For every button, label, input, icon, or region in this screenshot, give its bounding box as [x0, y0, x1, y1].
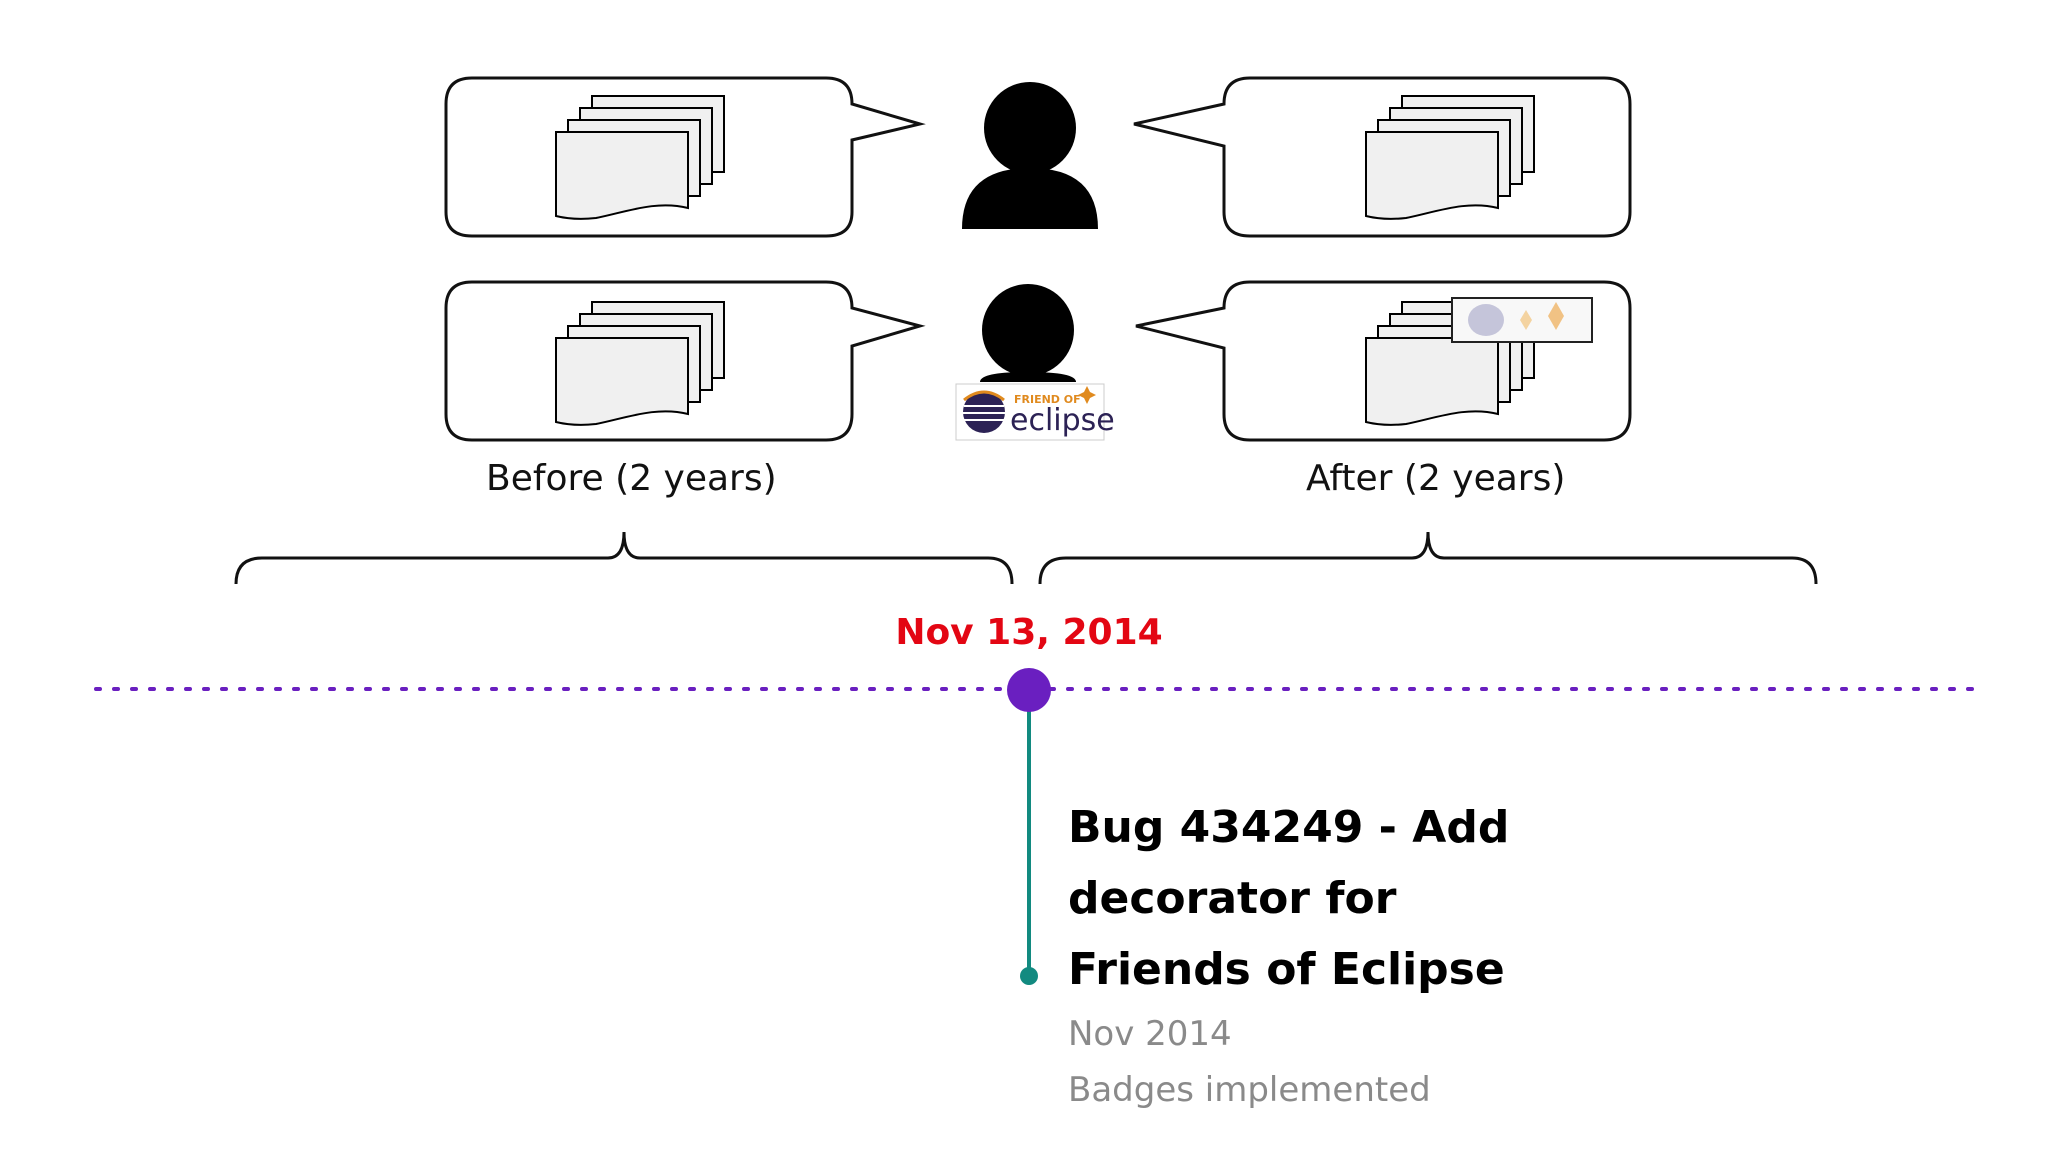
event-end-marker: [1020, 967, 1038, 985]
event-title-line-1: Bug 434249 - Add: [1068, 802, 1509, 853]
badge-brand-text: eclipse: [1010, 403, 1115, 438]
curly-brace-icon: [1038, 531, 1818, 585]
event-date: Nov 2014: [1068, 1014, 1232, 1054]
before-label: Before (2 years): [486, 458, 777, 499]
timeline-marker: [1007, 668, 1051, 712]
friend-of-eclipse-badge-icon: [1451, 297, 1593, 343]
friend-of-eclipse-badge-icon: FRIEND OF eclipse: [955, 383, 1115, 441]
event-title-line-2: decorator for: [1068, 873, 1397, 924]
badge-top-text: FRIEND OF: [1014, 393, 1081, 406]
after-label: After (2 years): [1306, 458, 1565, 499]
event-note: Badges implemented: [1068, 1070, 1431, 1110]
timeline-date: Nov 13, 2014: [895, 612, 1162, 653]
curly-brace-icon: [234, 531, 1014, 585]
person-icon: [962, 82, 1098, 229]
event-title-line-3: Friends of Eclipse: [1068, 944, 1505, 995]
person-icon: [980, 284, 1076, 382]
